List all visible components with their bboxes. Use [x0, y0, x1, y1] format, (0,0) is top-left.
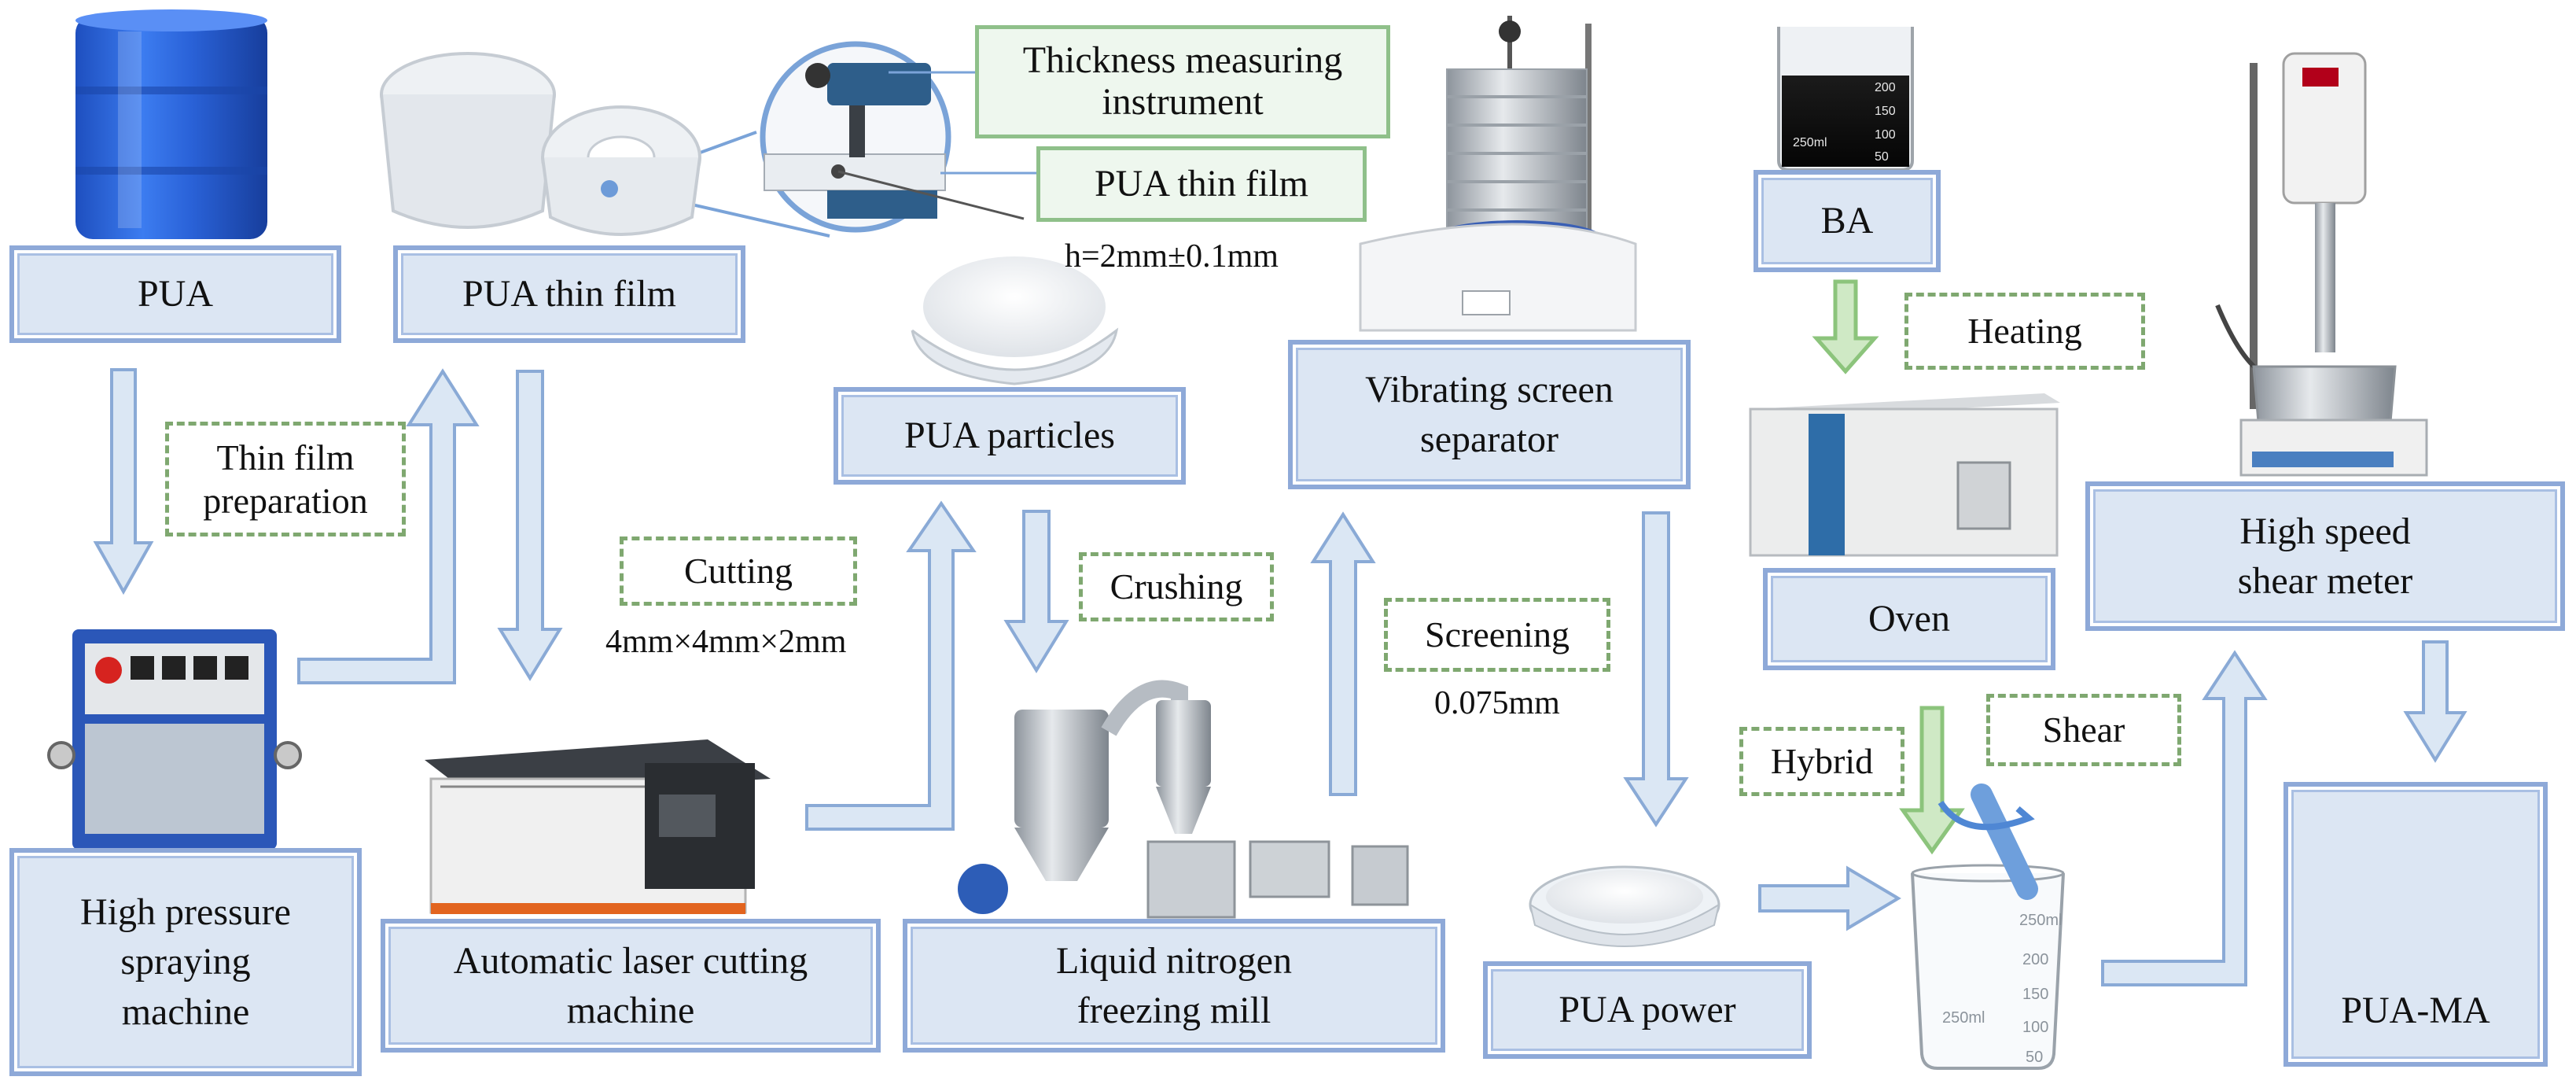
- beaker-mark: 200: [2022, 951, 2048, 968]
- beaker-icon: 200 150 100 50 250ml: [1777, 27, 1914, 171]
- blue-drum-icon: [75, 9, 267, 239]
- thickness-note: h=2mm±0.1mm: [1065, 238, 1279, 275]
- process-label: Cutting: [683, 551, 793, 592]
- callout-thickness-measuring-instrument: Thickness measuring instrument: [975, 25, 1390, 138]
- powder-dish-icon: [1529, 865, 1720, 947]
- stage-automatic-laser-cutting-machine: Automatic laser cutting machine: [381, 919, 881, 1053]
- beaker-mark: 200: [1875, 81, 1896, 94]
- callout-label: Thickness measuring instrument: [1022, 39, 1343, 123]
- stage-pua-ma: PUA-MA: [2283, 782, 2548, 1067]
- process-crushing: Crushing: [1079, 552, 1274, 621]
- cutting-size-note: 4mm×4mm×2mm: [605, 624, 847, 660]
- laser-cutter-icon: [425, 739, 771, 914]
- process-cutting: Cutting: [620, 536, 857, 606]
- stage-pua: PUA: [9, 245, 341, 343]
- freezing-mill-icon: [958, 680, 1409, 919]
- process-heating: Heating: [1904, 293, 2145, 370]
- beaker-mark: 50: [1875, 150, 1889, 164]
- stage-vibrating-screen-separator: Vibrating screen separator: [1288, 340, 1691, 489]
- process-thin-film-preparation: Thin film preparation: [165, 422, 406, 536]
- stage-label: PUA power: [1558, 989, 1736, 1031]
- process-label: Screening: [1425, 614, 1570, 655]
- sieve-shaker-icon: [1359, 16, 1637, 332]
- arrow-ba-down: [1812, 279, 1879, 374]
- flow-arrows: [93, 368, 2467, 986]
- stage-high-speed-shear-meter: High speed shear meter: [2085, 481, 2565, 631]
- beaker-mark: 150: [1875, 105, 1896, 118]
- arrow-laser-up: [805, 500, 977, 831]
- beaker-mark: 50: [2026, 1049, 2043, 1066]
- beaker-mark: 250ml: [1793, 136, 1827, 149]
- arrow-spray-up: [297, 368, 480, 684]
- stage-high-pressure-spraying-machine: High pressure spraying machine: [9, 848, 362, 1076]
- oven-icon: [1749, 393, 2060, 557]
- arrow-particles-down: [1003, 510, 1069, 673]
- plastic-film-roll-icon: [380, 52, 701, 236]
- stage-label: Automatic laser cutting machine: [453, 939, 808, 1031]
- beaker-mark: 250ml: [2019, 912, 2062, 929]
- arrow-pua-down: [93, 368, 154, 595]
- beaker-mark: 250ml: [1942, 1009, 1985, 1027]
- arrow-oven-down: [1899, 706, 1965, 855]
- process-shear: Shear: [1986, 694, 2181, 766]
- stage-pua-particles: PUA particles: [834, 387, 1186, 485]
- beaker-mark: 150: [2022, 986, 2048, 1003]
- stage-pua-thin-film: PUA thin film: [393, 245, 745, 343]
- process-label: Shear: [2042, 710, 2125, 750]
- stage-label: Vibrating screen separator: [1365, 368, 1614, 460]
- shear-mixer-icon: [2215, 52, 2428, 477]
- stage-liquid-nitrogen-freezing-mill: Liquid nitrogen freezing mill: [903, 919, 1445, 1053]
- process-label: Thin film preparation: [203, 437, 368, 521]
- stage-label: PUA particles: [904, 415, 1115, 457]
- stage-label: BA: [1820, 200, 1874, 242]
- green-arrows: [1812, 279, 1965, 855]
- arrow-screen-down: [1623, 511, 1689, 828]
- stage-label: High speed shear meter: [2237, 510, 2413, 602]
- beaker-mark: 100: [2022, 1019, 2048, 1036]
- stage-label: Oven: [1868, 598, 1950, 640]
- process-hybrid: Hybrid: [1739, 727, 1904, 796]
- beaker-mark: 100: [1875, 128, 1896, 142]
- process-label: Heating: [1967, 311, 2082, 352]
- callout-label: PUA thin film: [1094, 162, 1309, 205]
- process-screening: Screening: [1384, 598, 1610, 672]
- arrow-powder-right: [1758, 865, 1901, 931]
- granules-bowl-icon: [911, 256, 1119, 385]
- process-label: Crushing: [1110, 566, 1243, 607]
- stage-label: PUA: [137, 273, 214, 315]
- arrow-film-down: [497, 370, 563, 681]
- stage-ba: BA: [1754, 170, 1941, 272]
- screening-size-note: 0.075mm: [1434, 685, 1560, 721]
- magnifier-icon: [609, 41, 1040, 238]
- callout-pua-thin-film: PUA thin film: [1036, 146, 1367, 222]
- stage-label: High pressure spraying machine: [80, 890, 291, 1033]
- stage-label: Liquid nitrogen freezing mill: [1056, 939, 1292, 1031]
- process-label: Hybrid: [1770, 741, 1874, 782]
- arrow-shear-down: [2403, 640, 2467, 763]
- sprayer-machine-icon: [47, 629, 302, 850]
- stage-pua-power: PUA power: [1483, 961, 1812, 1059]
- arrow-beaker-up: [2101, 650, 2268, 986]
- stage-oven: Oven: [1763, 568, 2055, 670]
- glass-beaker-icon: 250ml 200 150 100 50 250ml: [1911, 784, 2065, 1070]
- stage-label: PUA thin film: [462, 273, 677, 315]
- arrow-mill-up: [1310, 511, 1376, 796]
- stage-label: PUA-MA: [2341, 989, 2490, 1031]
